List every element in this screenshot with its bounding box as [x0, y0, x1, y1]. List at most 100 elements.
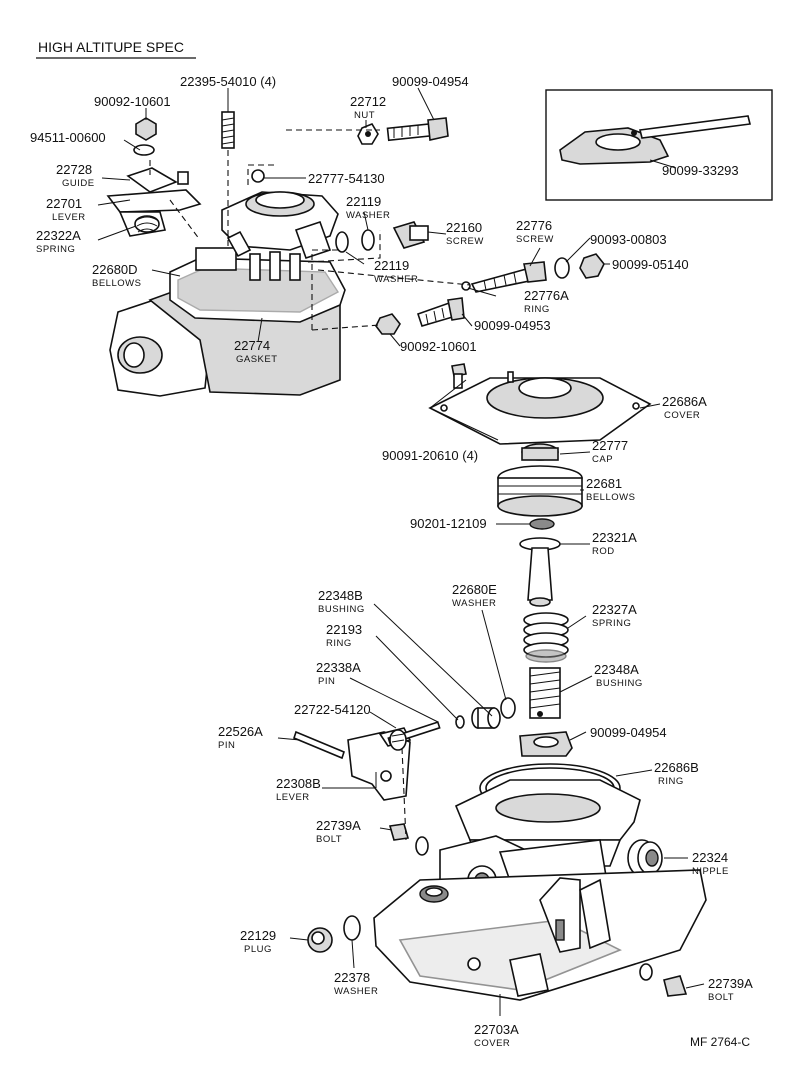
part-number: 90099-04954 [392, 74, 469, 89]
part-number: 22728 [56, 162, 92, 177]
part-name: RING [658, 776, 684, 787]
part-number: 22681 [586, 476, 622, 491]
part-number: 90099-04953 [474, 318, 551, 333]
part-name: GUIDE [62, 178, 95, 189]
small-bolt-part [451, 363, 467, 389]
callout-labels: 22395-54010 (4) 90099-04954 90092-10601 … [30, 74, 753, 1049]
part-name: LEVER [276, 792, 310, 803]
screw-04953-part [375, 297, 465, 335]
part-number: 22321A [592, 530, 637, 545]
part-number: 90093-00803 [590, 232, 667, 247]
part-number: 22776 [516, 218, 552, 233]
nut-screw-top [357, 117, 449, 145]
part-number: 22338A [316, 660, 361, 675]
pump-body-upper [109, 247, 346, 397]
assembly-dash-lines-upper [149, 129, 471, 331]
part-number: 22722-54120 [294, 702, 371, 717]
part-number: 94511-00600 [30, 130, 106, 145]
washer-22680E-part [500, 697, 516, 719]
part-number: 22395-54010 (4) [180, 74, 276, 89]
part-number: 22777-54130 [308, 171, 385, 186]
part-number: 90099-04954 [590, 725, 667, 740]
part-name: WASHER [452, 598, 496, 609]
bolt-22739A-lower-part [639, 963, 688, 997]
part-number: 22193 [326, 622, 362, 637]
cover-22703A-part [373, 869, 707, 1001]
part-number: 22739A [708, 976, 753, 991]
nut-lower-part [519, 731, 573, 757]
washer-22378-part [343, 915, 361, 941]
part-name: BUSHING [318, 604, 365, 615]
nut-part [579, 253, 605, 279]
part-name: WASHER [374, 274, 418, 285]
pin-22338A-part [387, 721, 441, 751]
cap-part-body [521, 447, 559, 461]
bellows-22681-part [497, 465, 583, 517]
bushing-22348A-part [529, 667, 561, 719]
bushing-22348B-part [471, 707, 501, 729]
part-name: BOLT [708, 992, 734, 1003]
washer-part [529, 518, 555, 530]
washer-part [361, 229, 375, 251]
part-name: GASKET [236, 354, 278, 365]
part-number: 22348A [594, 662, 639, 677]
bellows-dome-part [221, 169, 339, 260]
nipple-22324-part [627, 839, 663, 877]
part-name: SCREW [516, 234, 554, 245]
part-name: PIN [218, 740, 235, 751]
part-number: 22686B [654, 760, 699, 775]
rod-part [519, 537, 561, 607]
assembly-dash-lines-lower [401, 747, 407, 841]
part-name: COVER [664, 410, 700, 421]
cover-22686A-part [428, 371, 652, 445]
part-name: RING [326, 638, 352, 649]
part-name: ROD [592, 546, 615, 557]
part-name: WASHER [334, 986, 378, 997]
part-number: 22119 [346, 194, 381, 209]
part-number: 90099-33293 [662, 163, 739, 178]
washer-part [554, 257, 570, 279]
leader-lines [97, 87, 705, 1016]
part-name: CAP [592, 454, 613, 465]
bolt-22739A-upper-part [388, 823, 429, 856]
part-name: NIPPLE [692, 866, 729, 877]
part-name: PIN [318, 676, 335, 687]
part-number: 22322A [36, 228, 81, 243]
part-number: 22526A [218, 724, 263, 739]
part-number: 22160 [446, 220, 482, 235]
part-name: COVER [474, 1038, 510, 1049]
part-number: 22680D [92, 262, 138, 277]
part-name: BELLOWS [92, 278, 141, 289]
ring-22193-part [455, 715, 465, 729]
part-number: 22703A [474, 1022, 519, 1037]
part-number: 22324 [692, 850, 728, 865]
stud-bolt-part [221, 111, 235, 250]
part-name: SPRING [592, 618, 631, 629]
washer-part [335, 231, 349, 253]
part-number: 22686A [662, 394, 707, 409]
part-number: 90099-05140 [612, 257, 689, 272]
diagram-title: HIGH ALTITUPE SPEC [38, 39, 184, 55]
part-number: 22327A [592, 602, 637, 617]
part-number: 22378 [334, 970, 370, 985]
part-name: BELLOWS [586, 492, 635, 503]
part-name: SPRING [36, 244, 75, 255]
part-number: 22680E [452, 582, 497, 597]
part-name: SCREW [446, 236, 484, 247]
inset-pin-part [639, 115, 751, 139]
pin-22526A-part [293, 730, 345, 760]
part-number: 22777 [592, 438, 628, 453]
part-name: LEVER [52, 212, 86, 223]
screw-22776-part [461, 261, 547, 293]
spring-22327A-part [523, 612, 569, 663]
part-number: 90092-10601 [94, 94, 171, 109]
part-number: 22119 [374, 258, 409, 273]
part-name: PLUG [244, 944, 272, 955]
plug-22129-part [307, 927, 333, 953]
lever-guide-group [106, 167, 202, 237]
part-number: 22774 [234, 338, 270, 353]
part-name: RING [524, 304, 550, 315]
part-number: 22701 [46, 196, 82, 211]
part-name: WASHER [346, 210, 390, 221]
